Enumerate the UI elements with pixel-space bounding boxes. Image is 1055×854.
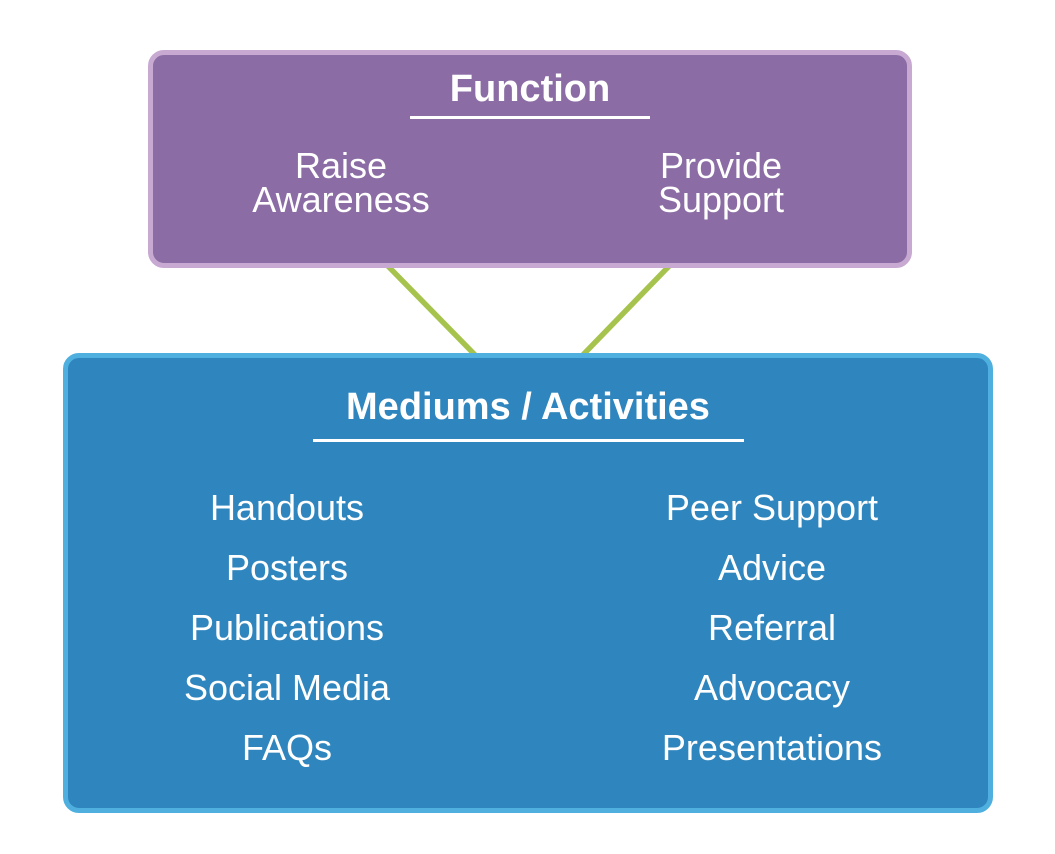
mediums-item-referral: Referral	[707, 607, 837, 648]
function-item-provide-support: Provide Support	[657, 145, 785, 220]
mediums-item-handouts: Handouts	[209, 487, 365, 528]
function-item-raise-awareness: Raise Awareness	[252, 145, 430, 220]
mediums-item-peer-support: Peer Support	[665, 487, 879, 528]
function-title-underline	[410, 116, 650, 119]
function-box: Function Raise Awareness Provide Support	[148, 50, 912, 268]
mediums-box: Mediums / Activities Handouts Posters Pu…	[63, 353, 993, 813]
mediums-item-faqs: FAQs	[241, 727, 333, 768]
mediums-item-advice: Advice	[717, 547, 827, 588]
mediums-title-underline	[312, 439, 744, 442]
mediums-left-column: Handouts Posters Publications Social Med…	[112, 478, 462, 778]
connector-left-line	[381, 259, 482, 362]
mediums-item-social-media: Social Media	[183, 667, 391, 708]
mediums-right-column: Peer Support Advice Referral Advocacy Pr…	[597, 478, 947, 778]
mediums-item-presentations: Presentations	[661, 727, 883, 768]
mediums-item-posters: Posters	[225, 547, 349, 588]
mediums-box-title: Mediums / Activities	[346, 386, 710, 428]
function-box-title: Function	[449, 68, 611, 110]
mediums-item-advocacy: Advocacy	[693, 667, 851, 708]
connector-right-line	[576, 259, 676, 362]
mediums-item-publications: Publications	[189, 607, 385, 648]
